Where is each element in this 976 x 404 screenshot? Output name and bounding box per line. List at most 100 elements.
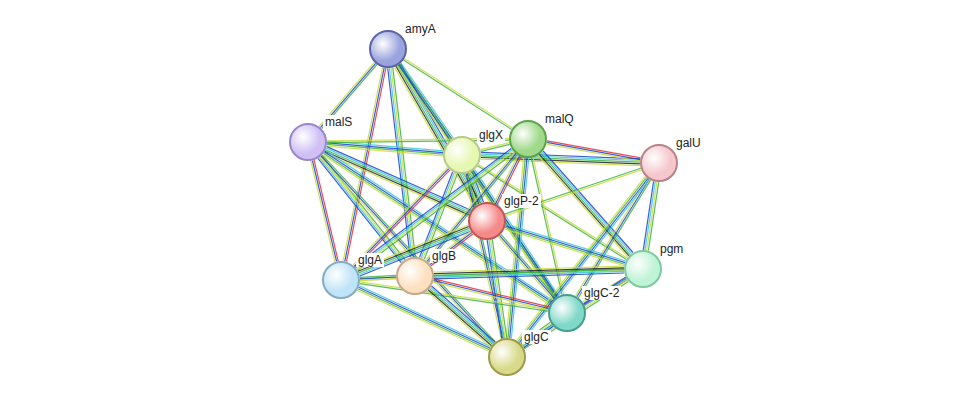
evidence-line bbox=[434, 279, 549, 307]
node-label: pgm bbox=[658, 242, 685, 256]
interaction-edge bbox=[433, 279, 549, 310]
evidence-line bbox=[547, 142, 641, 159]
evidence-line bbox=[360, 279, 396, 281]
evidence-line bbox=[466, 174, 503, 339]
node-label: glgC bbox=[522, 330, 551, 344]
interaction-edge bbox=[522, 277, 629, 349]
node-circle bbox=[289, 123, 327, 161]
node-circle bbox=[488, 338, 526, 376]
evidence-line bbox=[500, 235, 555, 298]
evidence-line bbox=[546, 144, 640, 161]
node-circle bbox=[443, 136, 481, 174]
protein-node: glgC bbox=[488, 338, 526, 376]
protein-node: pgm bbox=[624, 250, 662, 288]
node-circle bbox=[369, 30, 407, 68]
interaction-edge bbox=[643, 181, 658, 250]
evidence-line bbox=[522, 277, 626, 344]
evidence-line bbox=[359, 287, 491, 348]
evidence-line bbox=[505, 226, 625, 263]
evidence-line bbox=[487, 240, 502, 338]
evidence-line bbox=[506, 224, 626, 261]
interaction-edge bbox=[521, 322, 553, 348]
evidence-line bbox=[511, 158, 528, 338]
interaction-edge bbox=[480, 143, 509, 152]
node-label: glgB bbox=[430, 249, 458, 263]
protein-node: glgX bbox=[443, 136, 481, 174]
evidence-line bbox=[428, 155, 517, 263]
protein-node: galU bbox=[640, 144, 678, 182]
interaction-edge bbox=[429, 231, 473, 266]
interaction-edge bbox=[357, 286, 491, 352]
evidence-line bbox=[322, 65, 377, 129]
interaction-edge bbox=[538, 151, 633, 257]
node-circle bbox=[468, 202, 506, 240]
evidence-line bbox=[501, 234, 556, 297]
evidence-line bbox=[547, 141, 641, 158]
protein-node: amyA bbox=[369, 30, 407, 68]
evidence-line bbox=[429, 289, 492, 345]
evidence-line bbox=[428, 290, 492, 346]
evidence-line bbox=[491, 240, 506, 338]
evidence-line bbox=[401, 63, 453, 138]
evidence-line bbox=[542, 152, 632, 254]
evidence-line bbox=[312, 161, 336, 262]
node-circle bbox=[640, 144, 678, 182]
interaction-edge bbox=[481, 152, 640, 165]
evidence-line bbox=[489, 240, 504, 338]
interaction-edge bbox=[360, 275, 396, 280]
evidence-line bbox=[543, 151, 633, 253]
protein-node: malQ bbox=[509, 120, 547, 158]
evidence-line bbox=[314, 160, 338, 261]
node-label: glgC-2 bbox=[582, 286, 621, 300]
evidence-line bbox=[327, 144, 443, 154]
node-label: malS bbox=[323, 115, 354, 129]
evidence-line bbox=[505, 170, 641, 216]
evidence-line bbox=[430, 287, 494, 343]
interaction-edge bbox=[546, 141, 640, 161]
node-circle bbox=[548, 294, 586, 332]
evidence-line bbox=[504, 229, 624, 266]
node-label: glgA bbox=[356, 253, 384, 267]
evidence-line bbox=[434, 281, 549, 309]
evidence-line bbox=[481, 144, 510, 151]
evidence-line bbox=[429, 231, 471, 263]
evidence-line bbox=[357, 151, 514, 269]
interaction-edge bbox=[319, 62, 377, 128]
evidence-line bbox=[355, 148, 512, 266]
evidence-line bbox=[523, 325, 552, 347]
node-label: glgP-2 bbox=[502, 194, 541, 208]
protein-node: glgP-2 bbox=[468, 202, 506, 240]
interaction-edge bbox=[318, 155, 405, 262]
node-circle bbox=[396, 257, 434, 295]
node-circle bbox=[322, 261, 360, 299]
node-label: malQ bbox=[543, 112, 576, 126]
evidence-line bbox=[393, 68, 416, 257]
evidence-line bbox=[643, 181, 653, 249]
evidence-line bbox=[433, 282, 548, 310]
interaction-edge bbox=[360, 282, 549, 311]
interaction-edge bbox=[434, 266, 624, 279]
interaction-edge bbox=[498, 234, 556, 300]
evidence-line bbox=[505, 227, 625, 264]
node-label: amyA bbox=[403, 22, 438, 36]
interaction-edge bbox=[388, 68, 416, 258]
evidence-line bbox=[521, 322, 550, 344]
interaction-edge bbox=[505, 168, 642, 215]
node-label: glgX bbox=[477, 128, 505, 142]
evidence-line bbox=[434, 266, 624, 272]
protein-node: glgC-2 bbox=[548, 294, 586, 332]
node-circle bbox=[509, 120, 547, 158]
interaction-edge bbox=[504, 224, 625, 266]
evidence-line bbox=[523, 279, 627, 346]
node-circle bbox=[624, 250, 662, 288]
interaction-edge bbox=[506, 158, 528, 339]
protein-node: glgB bbox=[396, 257, 434, 295]
evidence-line bbox=[645, 182, 655, 250]
protein-node: glgA bbox=[322, 261, 360, 299]
evidence-line bbox=[522, 324, 551, 346]
evidence-line bbox=[430, 233, 472, 265]
interaction-edge bbox=[487, 239, 507, 338]
evidence-line bbox=[480, 143, 509, 150]
evidence-line bbox=[359, 286, 491, 347]
